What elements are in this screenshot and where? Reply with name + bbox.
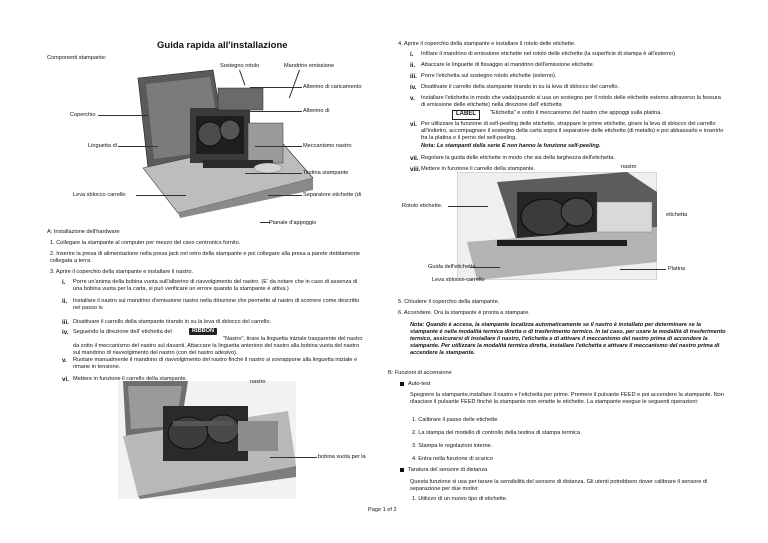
page-title: Guida rapida all'installazione <box>157 40 288 51</box>
callout-coperchio: Coperchio <box>70 112 96 118</box>
substep-ii-num: ii. <box>62 298 68 305</box>
item-num: iii. <box>410 73 417 80</box>
taratura-text: Questa funzione si usa per tarare la sen… <box>410 479 708 492</box>
leader-line <box>250 111 302 112</box>
leader-line <box>136 195 186 196</box>
taratura-item: 1. Utilizzo di un nuovo tipo di etichett… <box>412 496 508 502</box>
leader-line <box>98 115 148 116</box>
item-vii: Regolare la guida delle etichette in mod… <box>421 155 615 161</box>
item-text: Infilare il mandrino di emissione etiche… <box>421 51 676 57</box>
item-vi-note: Nota: Le stampanti della serie E non han… <box>421 143 601 149</box>
photo3-label-leva: Leva sblocco carrello <box>432 277 485 283</box>
substep-ii: Installare il nastro sul mandrino d'emis… <box>73 298 360 311</box>
substep-iv-a: Seguendo la direzione dell' etichetta de… <box>73 329 172 335</box>
step-4: 4. Aprire il coperchio della stampante e… <box>398 41 576 47</box>
autotest-item: 1. Calibrare il passo delle etichette <box>412 417 498 423</box>
bullet-square-icon <box>400 467 404 472</box>
leader-line <box>268 195 302 196</box>
item-vi-num: vi. <box>410 121 417 128</box>
autotest-item: 3. Stampa le regolazioni interne. <box>412 443 493 449</box>
section-a-heading: A: Installazione dell'hardware <box>47 229 120 235</box>
item-num: iv. <box>410 84 417 91</box>
taratura-heading: Taratura del sensore di distanza <box>400 467 487 474</box>
callout-separatore: Separatore etichette (di <box>303 192 362 198</box>
components-label: Componenti stampante: <box>47 55 107 61</box>
ribbon-label-icon: RIBBON <box>189 328 218 335</box>
page-footer: Page 1 of 2 <box>368 507 397 513</box>
step-2: 2. Inserire la presa di alimentazione ne… <box>50 251 361 264</box>
substep-i: Porre un'anima della bobina vuota sull'a… <box>73 279 358 292</box>
substep-vi-num: vi. <box>62 376 69 383</box>
item-text: Attaccare le linguette di fissaggio al m… <box>421 62 595 68</box>
item-v-a: Installare l'etichetta in modo che vada(… <box>421 95 721 108</box>
step-3: 3. Aprire il coperchio della stampante e… <box>50 269 194 275</box>
item-v-num: v. <box>410 95 415 102</box>
callout-alberino-di: Alberino di <box>303 108 330 114</box>
photo3-label-platina: Platina <box>668 266 686 272</box>
substep-v-num: v. <box>62 357 67 364</box>
callout-alberino-caricamento: Alberino di caricamento <box>303 84 362 90</box>
leader-line <box>448 206 488 207</box>
item-text: Disattivare il carrello della stampante … <box>421 84 620 90</box>
step-6: 6. Accendere. Ora la stampante è pronta … <box>398 310 530 316</box>
callout-leva: Leva sblocco carrello <box>73 192 126 198</box>
item-viii-num: viii. <box>410 166 421 173</box>
leader-line <box>245 173 302 174</box>
leader-line <box>250 87 302 88</box>
substep-iii-num: iii. <box>62 319 69 326</box>
bullet-square-icon <box>400 381 404 386</box>
autotest-heading: Auto-test <box>400 381 430 388</box>
ribbon-install-photo <box>118 381 296 499</box>
item-v-b: "Etichetta" e sotto il meccanismo del na… <box>490 110 662 116</box>
substep-iii: Disattivare il carrello della stampante … <box>73 319 272 325</box>
item-vi-a: Per utilizzare la funzione di self-peeli… <box>421 121 724 141</box>
note-text: Nota: Quando è accesa, la stampante loca… <box>410 322 726 356</box>
leader-line <box>118 146 158 147</box>
callout-pianale: Pianale d'appoggio <box>269 220 317 226</box>
leader-line <box>470 267 500 268</box>
substep-iv-b: "Nastro", tirare la linguetta iniziale t… <box>73 336 363 356</box>
callout-meccanismo: Meccanismo nastro <box>303 143 352 149</box>
substep-i-num: i. <box>62 279 66 286</box>
substep-v: Ruotare manualmente il mandrino di riavv… <box>73 357 358 370</box>
photo3-label-nastro: nastro <box>621 164 637 170</box>
callout-linguetta: Linguetta di <box>88 143 117 149</box>
item-num: i. <box>410 51 414 58</box>
substep-iv-num: iv. <box>62 329 69 336</box>
item-text: Porre l'etichetta sul sostegno rotolo et… <box>421 73 557 79</box>
item-num: ii. <box>410 62 416 69</box>
photo3-label-etichetta: etichetta <box>666 212 688 218</box>
substep-vi: Mettere in funzione il carrello della st… <box>73 376 188 382</box>
autotest-item: 4. Entra nella funzione di scarico <box>412 456 493 462</box>
leader-line <box>255 146 302 147</box>
photo3-label-guida: Guida dell'etichetta <box>428 264 476 270</box>
autotest-item: 2. La stampa del modello di controllo de… <box>412 430 581 436</box>
leader-line <box>260 222 270 223</box>
item-vii-num: vii. <box>410 155 419 162</box>
photo2-label-nastro: nastro <box>250 379 266 385</box>
item-viii: Mettere in funzione il carrello della st… <box>421 166 536 172</box>
callout-testina: Testina stampante <box>303 170 349 176</box>
photo2-label-bobina: bobina vuota per la <box>318 454 366 460</box>
photo3-label-rotolo: Rotolo etichette. <box>402 203 443 209</box>
step-1: 1. Collegare la stampante al computer pe… <box>50 240 241 246</box>
section-b-heading: B: Funzioni di accensione <box>388 370 452 376</box>
callout-sostegno: Sostegno rotolo <box>220 63 260 69</box>
printer-illustration <box>118 68 318 218</box>
label-install-photo <box>457 172 657 280</box>
callout-mandrino: Mandrino emissione <box>284 63 335 69</box>
leader-line <box>620 269 666 270</box>
leader-line <box>270 457 317 458</box>
autotest-text: Spegnere la stampante,installare il nast… <box>410 392 724 405</box>
step-5: 5. Chiudere il coperchio della stampante… <box>398 299 500 305</box>
label-badge-icon: LABEL <box>452 110 480 120</box>
